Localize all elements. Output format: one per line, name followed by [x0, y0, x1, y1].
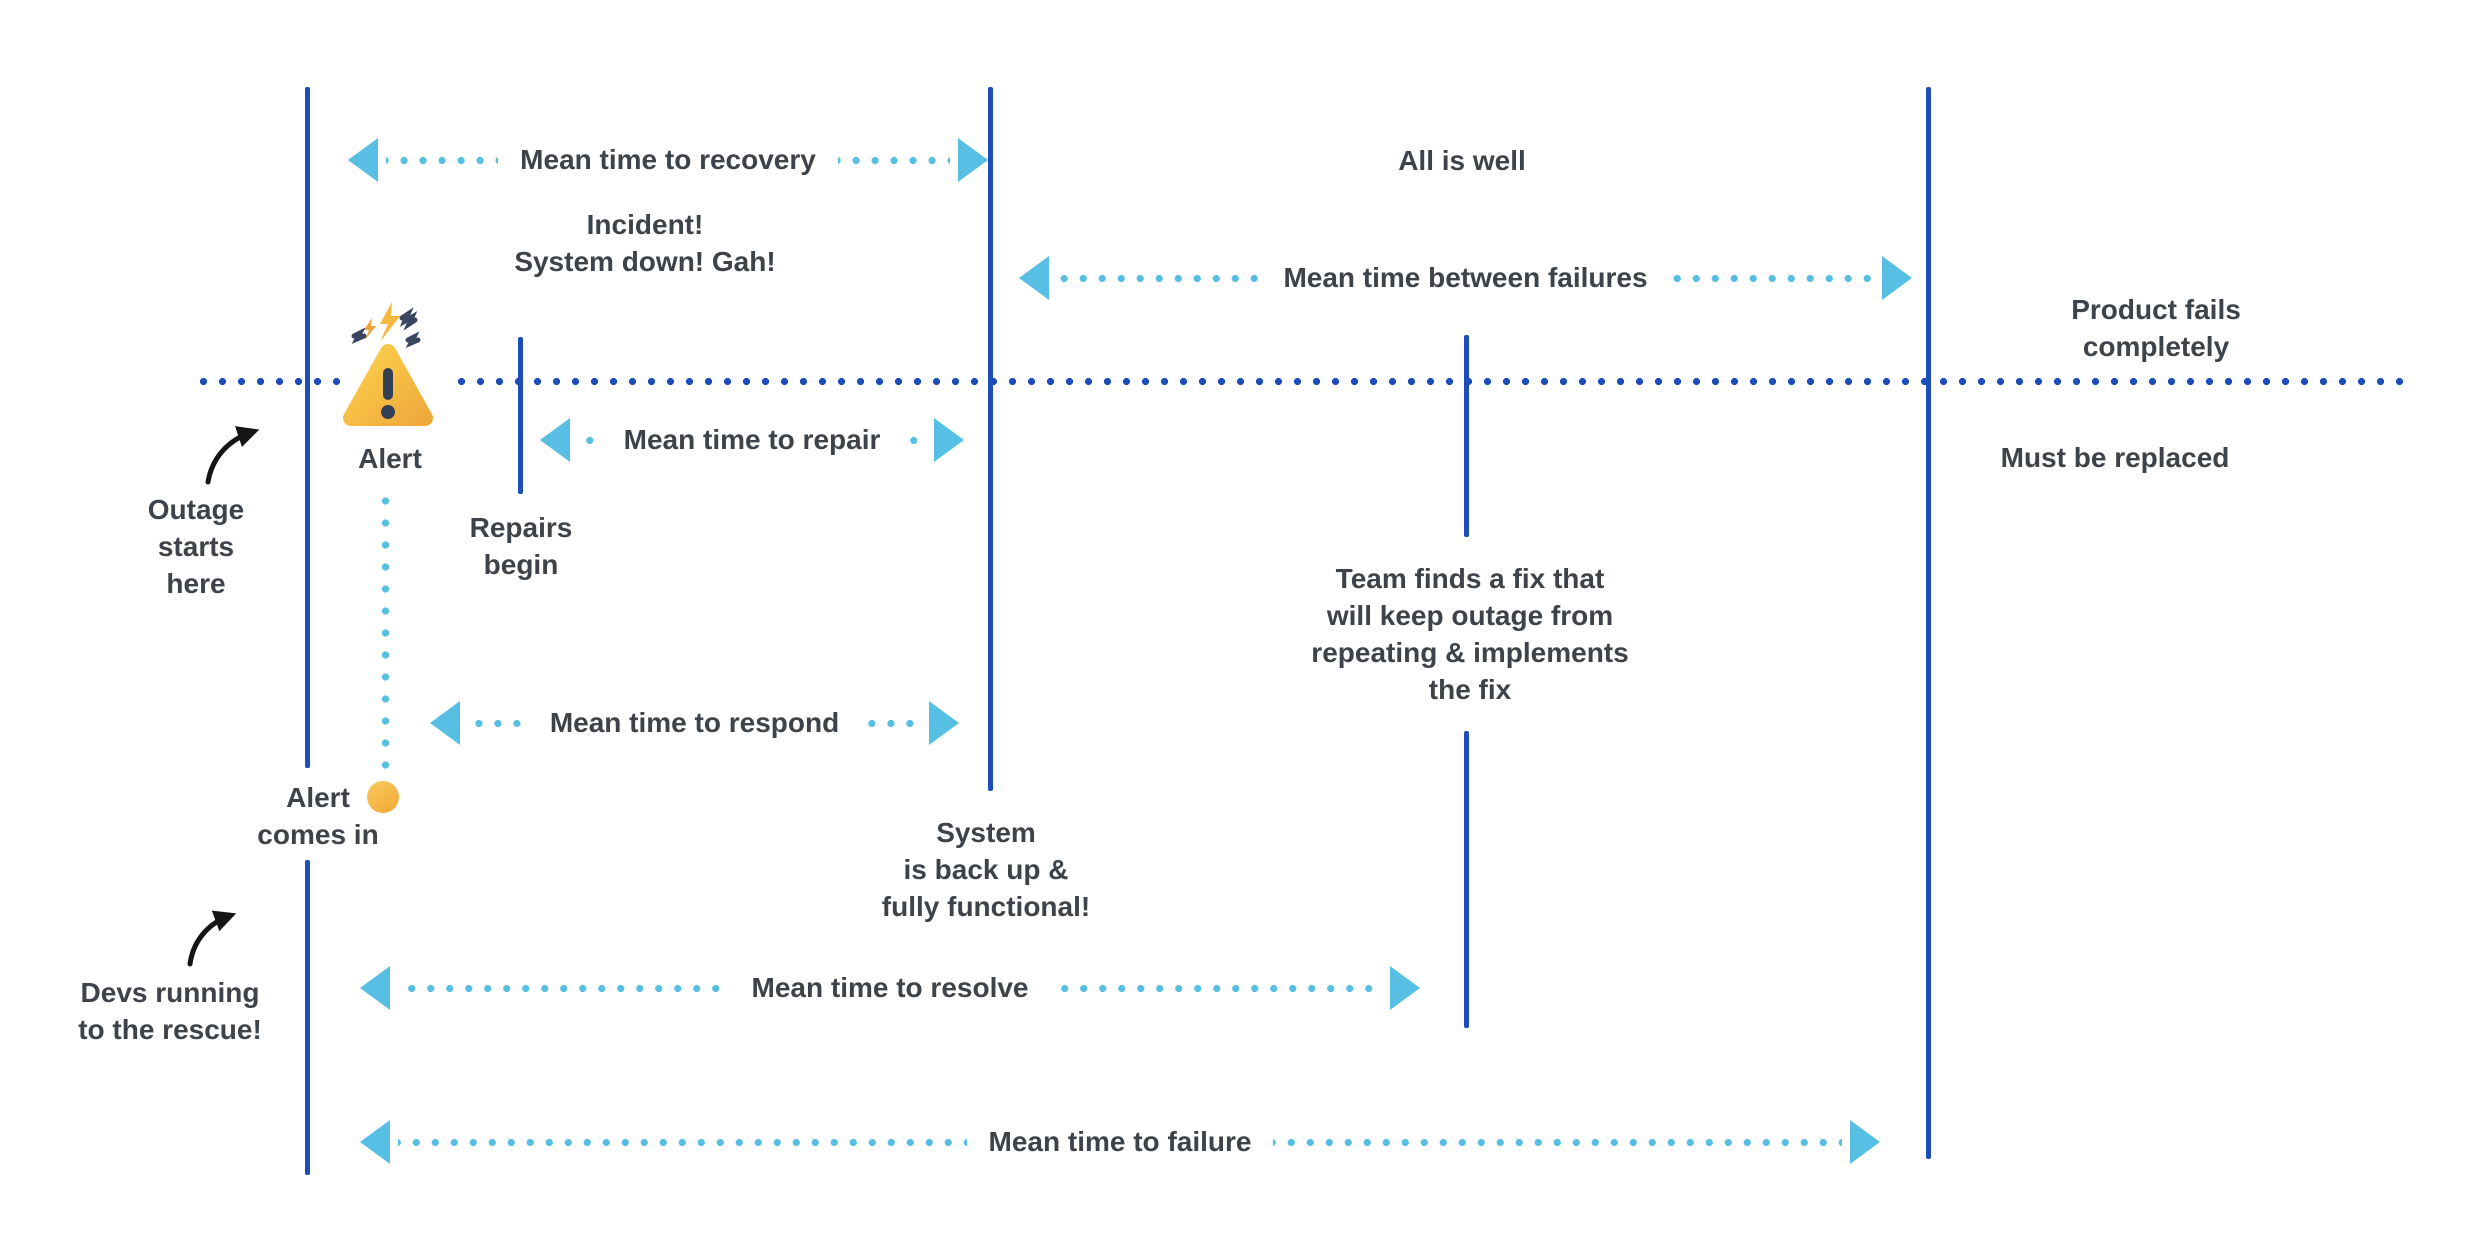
devs-pointer-arrow-icon — [187, 910, 237, 967]
arrowhead-left-icon — [430, 701, 460, 745]
arrowhead-left-icon — [360, 1120, 390, 1164]
fix-implemented-line-upper — [1464, 335, 1469, 537]
arrowhead-right-icon — [958, 138, 989, 182]
metric-label: Mean time to recovery — [520, 144, 816, 175]
metric-arrow-mean-time-to-respond: Mean time to respond — [430, 701, 959, 745]
metric-arrow-mean-time-to-resolve: Mean time to resolve — [360, 966, 1421, 1010]
dotted-segment — [468, 719, 528, 727]
metric-arrow-mean-time-between-failures: Mean time between failures — [1019, 256, 1913, 300]
alert-received-dot-icon — [367, 781, 399, 813]
alert-warning-icon — [343, 302, 433, 426]
must-be-replaced-label: Must be replaced — [2000, 442, 2230, 473]
arrowhead-right-icon — [1882, 256, 1913, 300]
metric-arrow-mean-time-to-failure: Mean time to failure — [360, 1120, 1880, 1164]
metric-label: Mean time to repair — [623, 424, 881, 455]
dotted-segment — [398, 1138, 967, 1146]
alert-drop-dotted-line — [382, 490, 389, 775]
dotted-segment — [398, 984, 730, 992]
product-fails-line — [1926, 87, 1931, 1159]
team-finds-fix-label: Team finds a fix that will keep outage f… — [1311, 563, 1629, 705]
system-restored-line — [988, 87, 993, 791]
outage-start-line-upper — [305, 87, 310, 768]
alert-label: Alert — [358, 443, 422, 474]
metric-label: Mean time to failure — [988, 1126, 1252, 1157]
metric-arrow-mean-time-to-recovery: Mean time to recovery — [348, 138, 989, 182]
outage-starts-here-label: Outage starts here — [147, 494, 245, 599]
dotted-segment — [1669, 274, 1875, 282]
dotted-segment — [902, 436, 927, 444]
dotted-segment — [861, 719, 921, 727]
all-is-well-label: All is well — [1398, 145, 1526, 176]
dotted-segment — [578, 436, 602, 444]
dotted-segment — [386, 156, 499, 164]
timeline-dotted-baseline-right — [452, 378, 2412, 385]
timeline-dotted-baseline-left — [194, 378, 341, 385]
product-fails-label: Product fails completely — [2071, 294, 2241, 362]
arrowhead-right-icon — [929, 701, 959, 745]
devs-running-label: Devs running to the rescue! — [78, 977, 262, 1045]
dotted-segment — [1273, 1138, 1842, 1146]
dotted-segment — [1050, 984, 1383, 992]
metric-label: Mean time to respond — [549, 707, 840, 738]
dotted-segment — [1057, 274, 1262, 282]
repairs-begin-label: Repairs begin — [469, 512, 573, 580]
outage-start-line-lower — [305, 860, 310, 1175]
outage-pointer-arrow-icon — [205, 426, 260, 485]
arrowhead-left-icon — [540, 418, 570, 462]
metric-arrow-mean-time-to-repair: Mean time to repair — [540, 418, 965, 462]
repairs-begin-tick-line — [518, 337, 523, 494]
alert-comes-in-label: Alert comes in — [257, 782, 379, 850]
arrowhead-left-icon — [1019, 256, 1049, 300]
arrowhead-right-icon — [1850, 1120, 1880, 1164]
arrowhead-right-icon — [934, 418, 965, 462]
arrowhead-left-icon — [360, 966, 390, 1010]
arrowhead-left-icon — [348, 138, 378, 182]
system-back-up-label: System is back up & fully functional! — [881, 817, 1091, 922]
metric-label: Mean time to resolve — [751, 972, 1029, 1003]
metric-label: Mean time between failures — [1283, 262, 1648, 293]
incident-label: Incident! System down! Gah! — [514, 209, 776, 277]
dotted-segment — [837, 156, 951, 164]
fix-implemented-line-lower — [1464, 731, 1469, 1028]
arrowhead-right-icon — [1390, 966, 1421, 1010]
